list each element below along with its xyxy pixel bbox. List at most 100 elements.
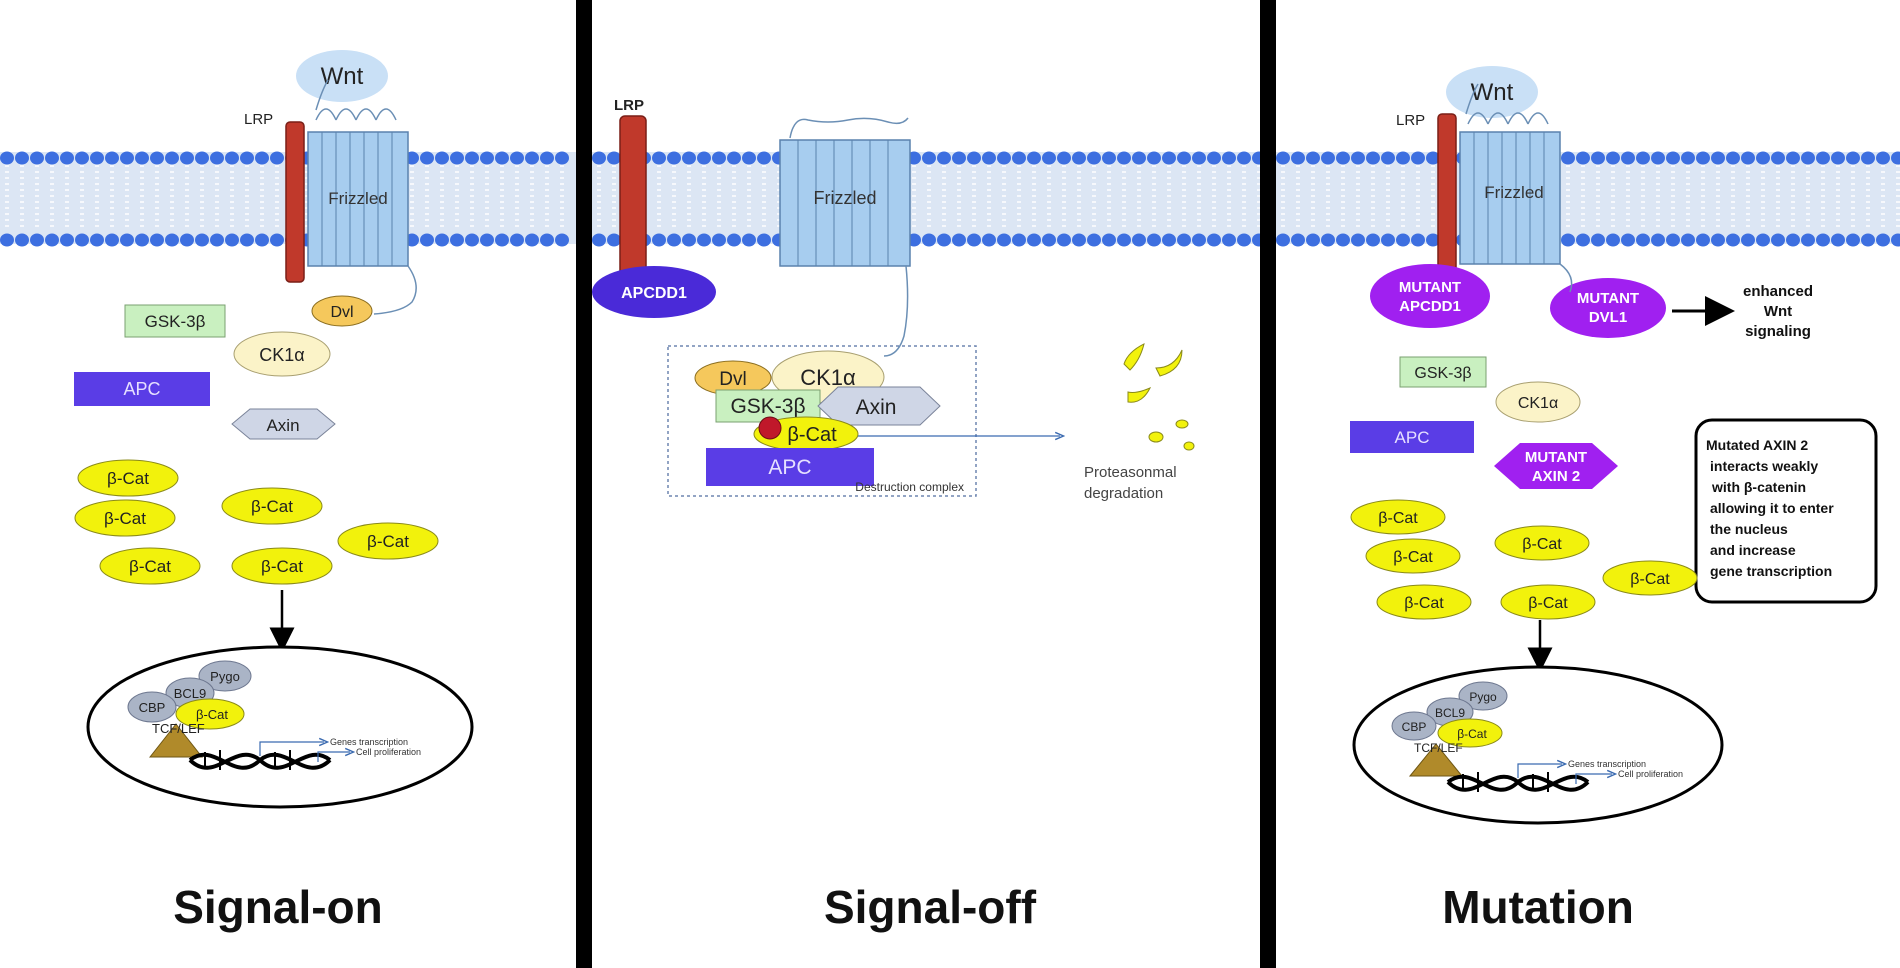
cbp-label: CBP [139,700,166,715]
lipid-head [697,151,711,165]
enhanced-label-line3: signaling [1745,323,1811,340]
lipid-head [1087,151,1101,165]
lipid-head [420,151,434,165]
lipid-head [1207,151,1221,165]
proteasomal-label-line2: degradation [1084,485,1163,502]
lipid-head [1396,233,1410,247]
proteasome-fragments [1123,343,1195,451]
lipid-head [45,233,59,247]
mutant-apcdd1-label-line1: MUTANT [1399,279,1461,296]
lipid-head [1147,233,1161,247]
transcription-complex [1391,681,1508,777]
destruction-complex-box [667,345,977,497]
dvl-label: Dvl [330,304,353,321]
lipid-head [1831,233,1845,247]
lipid-head [922,151,936,165]
dvl-protein [311,295,373,327]
apc-protein [74,372,210,406]
lipid-head [495,151,509,165]
lipid-head [1087,233,1101,247]
lipid-head [165,233,179,247]
lipid-head [1801,151,1815,165]
lipid-head [45,151,59,165]
beta-catenin-protein: β-Cat [1365,538,1461,574]
frizzled-receptor [1459,83,1561,265]
mutant-axin2-label-line1: MUTANT [1525,449,1587,466]
lipid-head [465,233,479,247]
beta-catenin-label: β-Cat [129,557,171,576]
lipid-head [1237,151,1251,165]
lipid-head [90,151,104,165]
nucleus [1352,665,1724,825]
lipid-head [952,151,966,165]
lipid-head [1816,233,1830,247]
note-line-4: allowing it to enter [1710,500,1834,516]
ck1a-protein [233,331,331,377]
lipid-head [540,151,554,165]
lipid-head [1756,151,1770,165]
lipid-head [967,151,981,165]
beta-catenin-protein: β-Cat [1350,499,1446,535]
beta-catenin-label: β-Cat [1630,571,1670,588]
lipid-head [555,151,569,165]
ck1a-label: CK1α [800,365,856,390]
note-line-1: Mutated AXIN 2 [1706,437,1808,453]
beta-catenin-label: β-Cat [1404,595,1444,612]
transcription-complex [127,660,252,758]
lipid-head [540,233,554,247]
axin-label: Axin [266,416,299,435]
lipid-head [1681,233,1695,247]
lipid-head [1177,151,1191,165]
lipid-head [1102,151,1116,165]
lipid-head [435,151,449,165]
note-line-3: with β-catenin [1711,479,1806,495]
pygo-label: Pygo [210,669,240,684]
lipid-head [1591,151,1605,165]
panel-mutation: Wnt LRP Frizzled MUTANT APCDD1 MUTANT DV… [1350,66,1878,933]
cbp-label: CBP [1402,720,1427,734]
lipid-head [1831,151,1845,165]
beta-catenin-label: β-Cat [1528,595,1568,612]
lipid-head [420,233,434,247]
lipid-head [525,151,539,165]
lipid-head [592,233,606,247]
bcat-label: β-Cat [787,424,837,446]
panel-signal-off: LRP APCDD1 Frizzled Dvl CK1α GSK-3β Axin… [592,97,1195,933]
proteasomal-label-line1: Proteasonmal [1084,464,1177,481]
genes-transcription-label: Genes transcription [1568,759,1646,769]
lipid-head [1237,233,1251,247]
lipid-head [1636,233,1650,247]
axin-protein [231,408,336,440]
beta-catenin-label: β-Cat [1393,549,1433,566]
destruction-complex-label: Destruction complex [855,480,964,494]
lipid-head [1891,151,1900,165]
beta-catenin-label: β-Cat [251,497,293,516]
beta-catenin-label: β-Cat [107,469,149,488]
lipid-head [495,233,509,247]
axin-label: Axin [856,396,897,419]
lipid-head [1651,151,1665,165]
lipid-head [1741,151,1755,165]
lipid-head [1072,233,1086,247]
lipid-head [1771,233,1785,247]
mutant-apcdd1-label-line2: APCDD1 [1399,298,1461,315]
lipid-head [592,151,606,165]
lipid-head [667,233,681,247]
lipid-head [1027,151,1041,165]
lipid-head [225,233,239,247]
dna-helix [188,750,332,770]
lipid-head [135,151,149,165]
lipid-head [1726,151,1740,165]
lipid-head [1681,151,1695,165]
lipid-head [1846,233,1860,247]
lipid-head [742,151,756,165]
lipid-head [135,233,149,247]
frizzled-receptor [779,117,911,357]
note-line-5: the nucleus [1710,521,1788,537]
lipid-head [757,151,771,165]
lipid-head [1816,151,1830,165]
gsk3b-label: GSK-3β [730,395,805,418]
lipid-head [195,151,209,165]
